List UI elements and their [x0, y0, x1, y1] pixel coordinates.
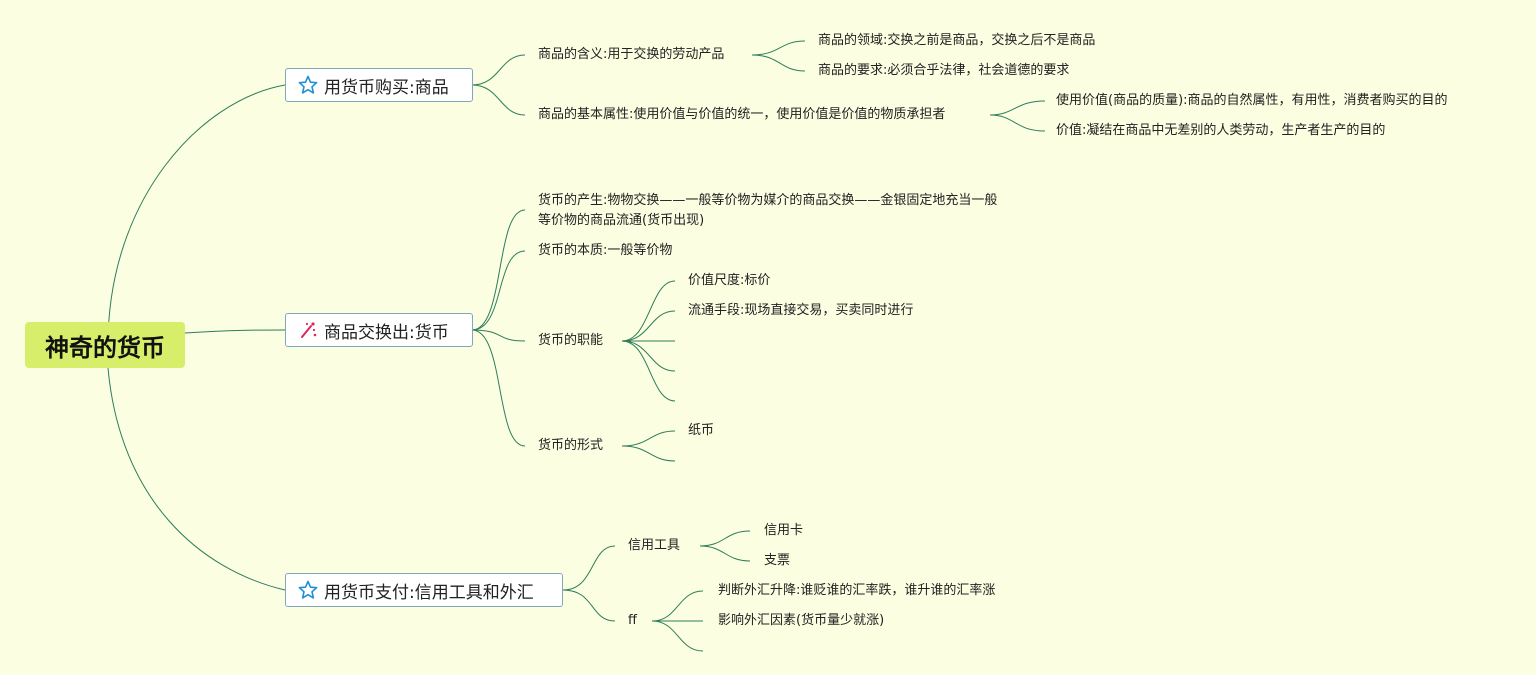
- topic-value-measure[interactable]: 价值尺度:标价: [688, 273, 771, 288]
- topic-currency-essence[interactable]: 货币的本质:一般等价物: [538, 243, 673, 258]
- topic-value[interactable]: 价值:凝结在商品中无差别的人类劳动，生产者生产的目的: [1056, 123, 1386, 138]
- star-icon: [298, 580, 318, 600]
- topic-fx-judge[interactable]: 判断外汇升降:谁贬谁的汇率跌，谁升谁的汇率涨: [718, 583, 996, 598]
- branch-commodity[interactable]: 用货币购买:商品: [285, 68, 473, 102]
- branch-label: 用货币支付:信用工具和外汇: [324, 582, 534, 603]
- branch-currency[interactable]: 商品交换出:货币: [285, 313, 473, 347]
- root-topic[interactable]: 神奇的货币: [25, 322, 185, 368]
- topic-fx-factors[interactable]: 影响外汇因素(货币量少就涨): [718, 613, 885, 628]
- topic-currency-origin-line2[interactable]: 等价物的商品流通(货币出现): [538, 213, 705, 228]
- topic-currency-functions[interactable]: 货币的职能: [538, 333, 604, 348]
- topic-commodity-domain[interactable]: 商品的领域:交换之前是商品，交换之后不是商品: [818, 33, 1096, 48]
- branch-payment[interactable]: 用货币支付:信用工具和外汇: [285, 573, 563, 607]
- link-root-b3: [107, 367, 286, 591]
- branch-label: 用货币购买:商品: [324, 77, 449, 98]
- star-icon: [298, 75, 318, 95]
- topic-circulation-means[interactable]: 流通手段:现场直接交易，买卖同时进行: [688, 303, 914, 318]
- topic-currency-forms[interactable]: 货币的形式: [538, 438, 604, 453]
- branch-label: 商品交换出:货币: [324, 322, 449, 343]
- link-root-b2: [184, 329, 286, 334]
- topic-commodity-meaning[interactable]: 商品的含义:用于交换的劳动产品: [538, 47, 725, 62]
- topic-commodity-attributes[interactable]: 商品的基本属性:使用价值与价值的统一，使用价值是价值的物质承担者: [538, 107, 946, 122]
- topic-check[interactable]: 支票: [764, 553, 791, 568]
- topic-use-value[interactable]: 使用价值(商品的质量):商品的自然属性，有用性，消费者购买的目的: [1056, 93, 1448, 108]
- topic-ff[interactable]: ff: [628, 613, 637, 628]
- root-label: 神奇的货币: [45, 333, 165, 362]
- topic-credit-card[interactable]: 信用卡: [764, 523, 804, 538]
- sparkle-icon: [298, 320, 318, 340]
- link-root-b1: [107, 84, 286, 346]
- topic-credit-tools[interactable]: 信用工具: [628, 538, 681, 553]
- topic-commodity-requirement[interactable]: 商品的要求:必须合乎法律，社会道德的要求: [818, 63, 1070, 78]
- topic-paper-money[interactable]: 纸币: [688, 423, 715, 438]
- topic-currency-origin-line1[interactable]: 货币的产生:物物交换——一般等价物为媒介的商品交换——金银固定地充当一般: [538, 193, 998, 208]
